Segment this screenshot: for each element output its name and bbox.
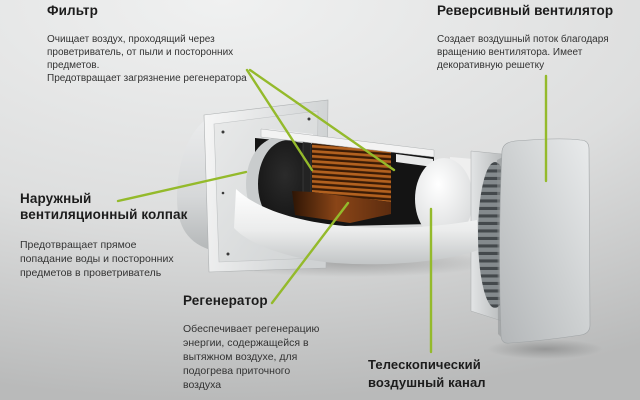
hood-label-title: Наружный вентиляционный колпак [20,191,188,223]
regenerator-label-title: Регенератор [183,293,268,308]
leader-line-filter-right [248,68,396,172]
fan-disk-shape [415,158,473,240]
duct-label-title: Телескопический воздушный канал [368,357,486,390]
regenerator-label-description: Обеспечивает регенерацию энергии, содерж… [183,323,320,391]
duct-trough-shape [234,189,478,265]
filter-bracket-right [396,154,433,167]
duct-top-strip [260,128,435,158]
leader-line-regenerator [270,201,350,305]
filter-label-description: Очищает воздух, проходящий через проветр… [47,34,247,84]
regenerator-core-shape [312,142,391,202]
leader-lines [116,68,548,354]
front-panel-shape [499,138,591,344]
leader-line-hood [116,170,248,203]
fan-label-title: Реверсивный вентилятор [437,3,614,18]
hood-label-description: Предотвращает прямое попадание воды и по… [20,239,174,279]
fan-label-description: Создает воздушный поток благодаря вращен… [437,34,609,71]
leader-line-filter-left [245,68,314,172]
regenerator-floor [292,191,391,223]
panel-shadow [487,339,603,359]
filter-label-title: Фильтр [47,3,98,18]
